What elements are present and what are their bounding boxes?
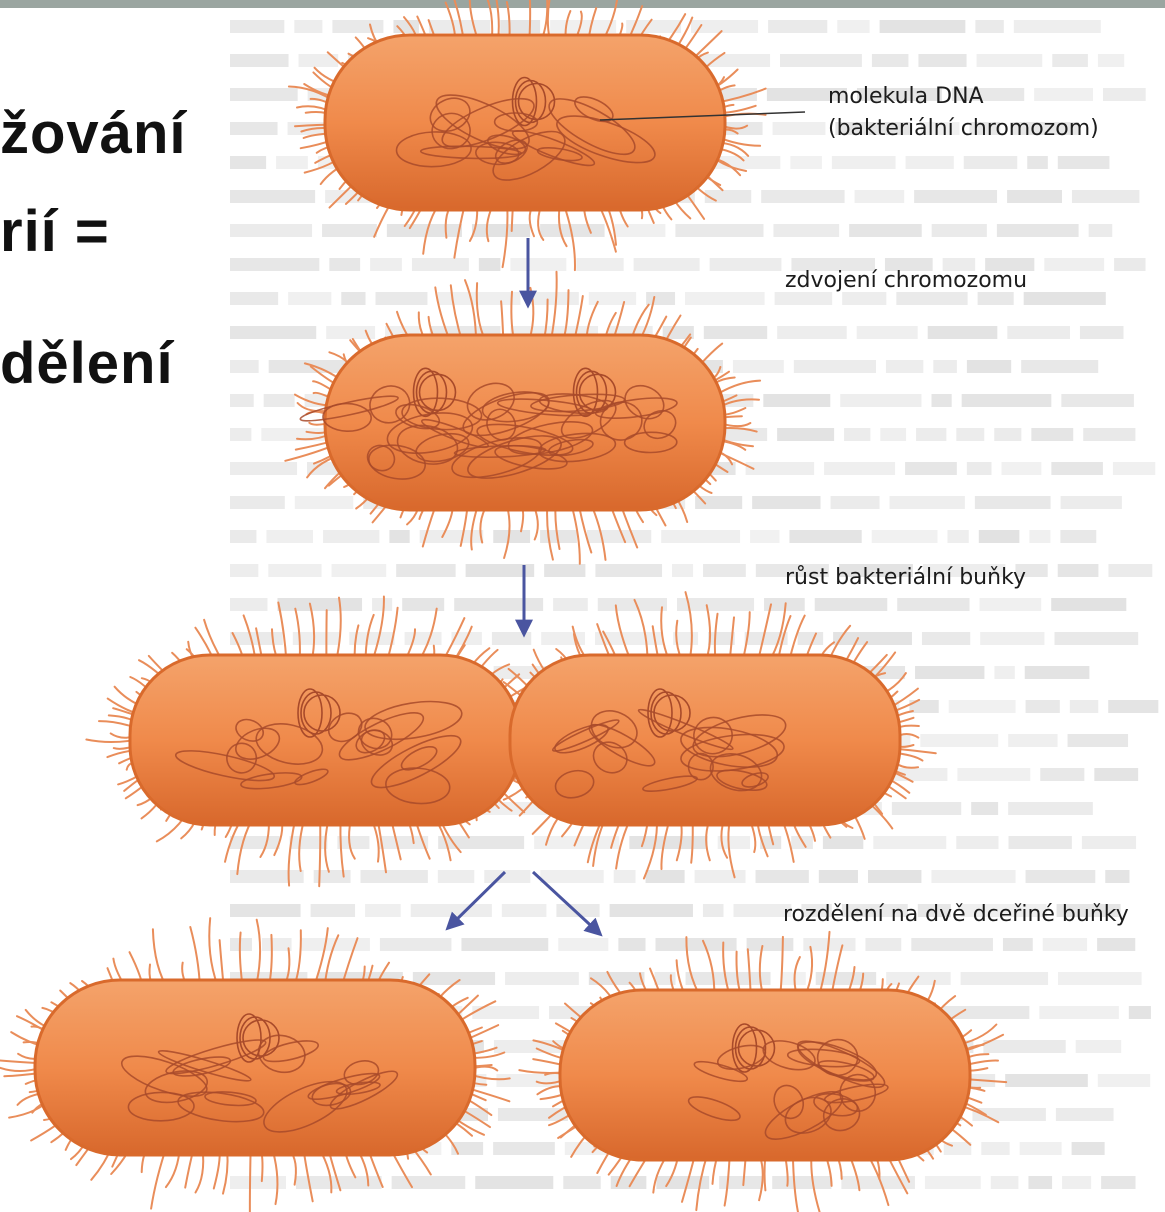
label-dna-molecule: molekula DNA bbox=[828, 84, 984, 109]
arrow-step-3-right bbox=[533, 872, 600, 934]
bacterium-cell-3a bbox=[130, 655, 520, 825]
cell-stage-1 bbox=[289, 0, 766, 270]
label-chromosome-duplication: zdvojení chromozomu bbox=[785, 268, 1027, 293]
label-bacterial-chromosome: (bakteriální chromozom) bbox=[828, 116, 1099, 141]
bacterium-cell-1 bbox=[325, 35, 725, 210]
cell-stage-4 bbox=[0, 918, 1006, 1212]
arrow-step-3-left bbox=[448, 872, 505, 928]
bacterium-cell-3b bbox=[510, 655, 900, 825]
label-cell-growth: růst bakteriální buňky bbox=[785, 565, 1026, 590]
daughter-cell-left bbox=[35, 980, 475, 1155]
cell-stage-3 bbox=[86, 592, 935, 886]
label-division-two-daughter-cells: rozdělení na dvě dceřiné buňky bbox=[783, 902, 1129, 927]
cell-stage-2 bbox=[285, 272, 760, 564]
